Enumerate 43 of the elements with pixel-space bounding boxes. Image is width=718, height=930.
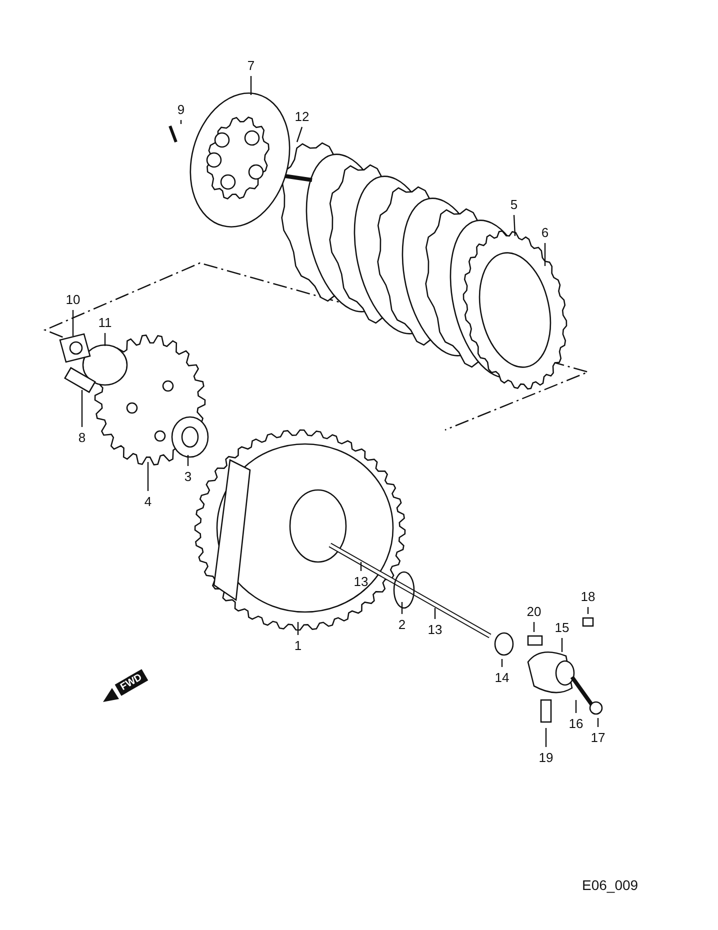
leader-line xyxy=(250,76,252,95)
leader-line xyxy=(72,310,74,336)
leader-line xyxy=(545,728,547,747)
leader-line xyxy=(81,390,83,427)
leader-line xyxy=(513,214,516,236)
leader-line xyxy=(401,602,403,614)
callout-number: 18 xyxy=(579,589,597,605)
callout-number: 8 xyxy=(73,430,91,446)
leader-line xyxy=(587,607,589,614)
callout-number: 3 xyxy=(179,469,197,485)
callout-number: 9 xyxy=(172,102,190,118)
leader-line xyxy=(501,659,503,667)
callout-number: 13 xyxy=(352,574,370,590)
callout-number: 16 xyxy=(567,716,585,732)
callout-number: 20 xyxy=(525,604,543,620)
callout-number: 13 xyxy=(426,622,444,638)
leader-line xyxy=(147,462,149,491)
leader-line xyxy=(575,700,577,713)
leader-line xyxy=(180,120,182,124)
callout-number: 4 xyxy=(139,494,157,510)
drawing-code: E06_009 xyxy=(582,876,638,894)
callout-number: 7 xyxy=(242,58,260,74)
callout-number: 5 xyxy=(505,197,523,213)
callout-number: 1 xyxy=(289,638,307,654)
callout-number: 19 xyxy=(537,750,555,766)
leader-line xyxy=(360,562,362,571)
leader-line xyxy=(434,608,436,619)
callout-number: 15 xyxy=(553,620,571,636)
leader-line xyxy=(187,455,189,466)
callout-number: 6 xyxy=(536,225,554,241)
callout-number: 17 xyxy=(589,730,607,746)
callout-number: 14 xyxy=(493,670,511,686)
callout-number: 12 xyxy=(293,109,311,125)
callout-number: 11 xyxy=(96,315,114,331)
leader-line xyxy=(297,622,299,635)
leader-line xyxy=(104,333,106,346)
callout-number: 10 xyxy=(64,292,82,308)
callout-number: 2 xyxy=(393,617,411,633)
leader-line xyxy=(533,622,535,632)
leader-line xyxy=(597,718,599,727)
leader-line xyxy=(296,126,303,142)
leader-line xyxy=(561,638,563,652)
leader-line xyxy=(544,243,546,266)
